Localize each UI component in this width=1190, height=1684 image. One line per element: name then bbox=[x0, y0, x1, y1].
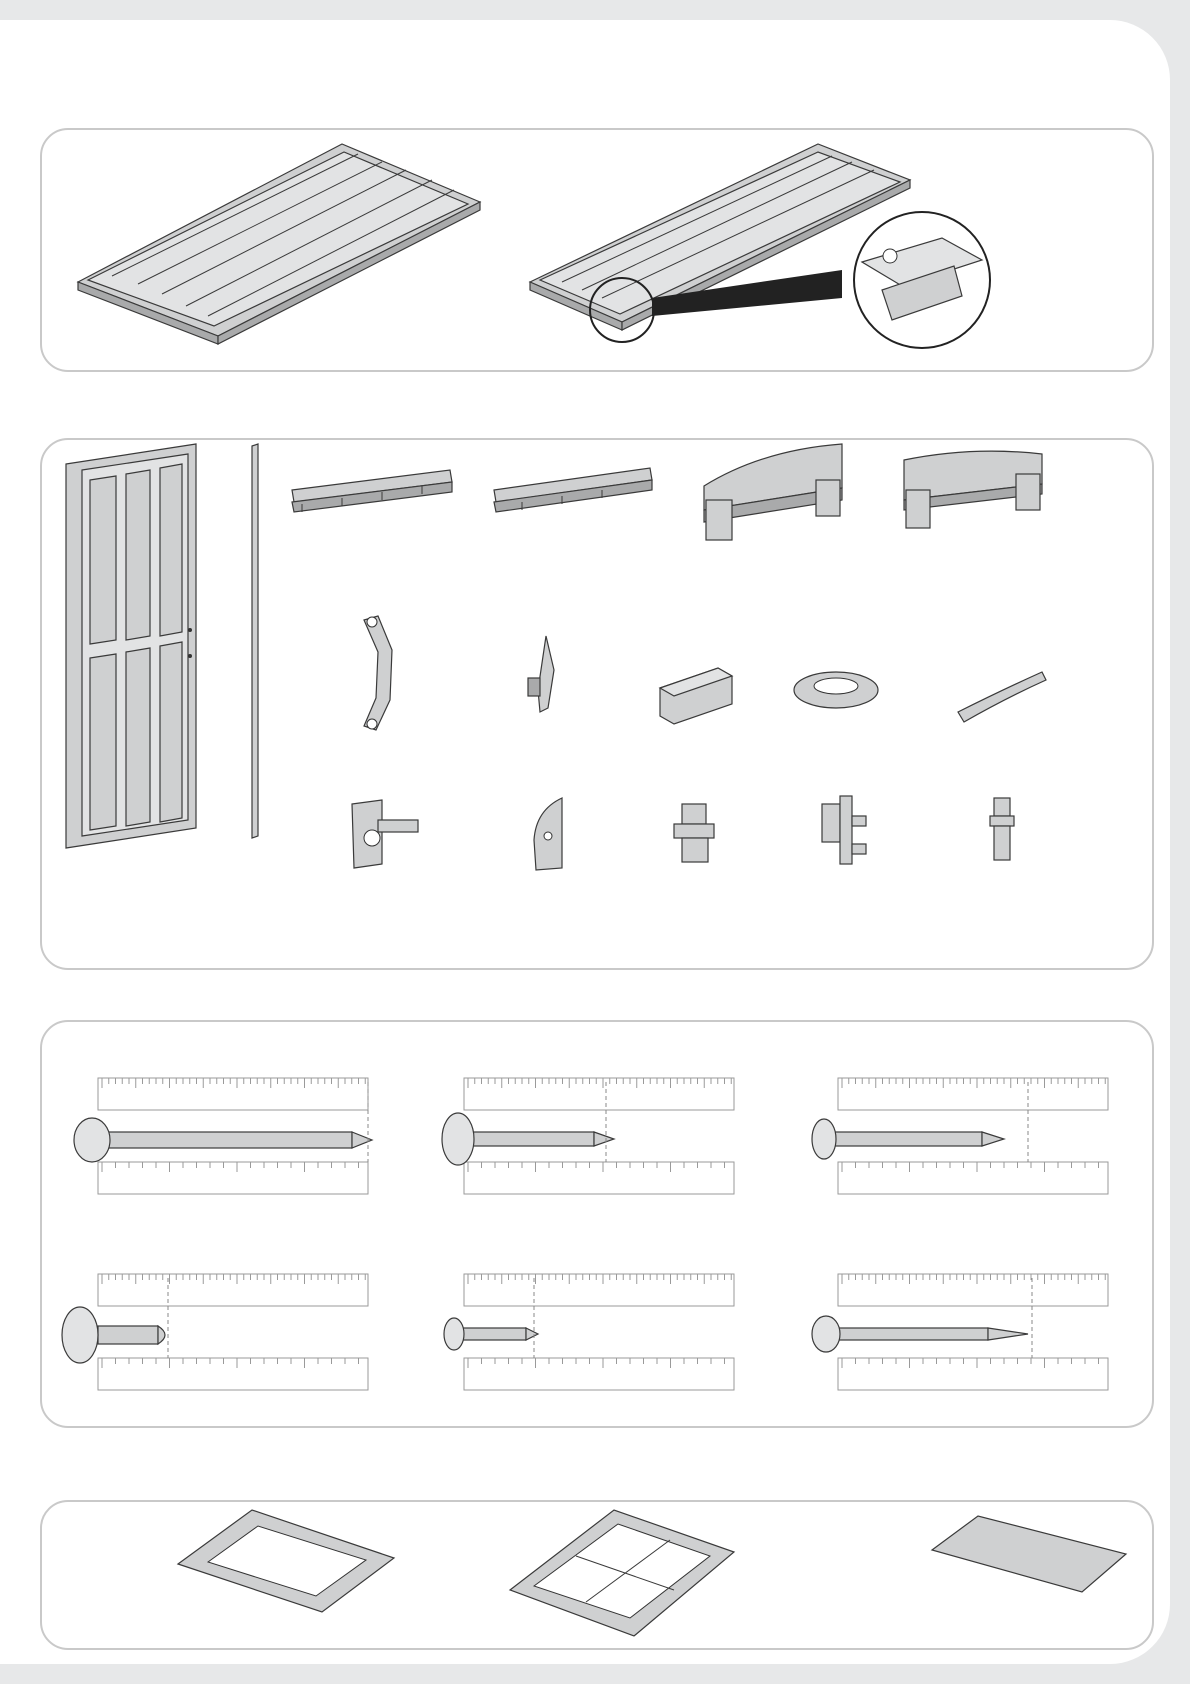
rail-icon bbox=[292, 468, 652, 512]
washer-icon bbox=[794, 672, 878, 708]
screw-countersunk-icon bbox=[812, 1078, 1108, 1194]
floor-panels-section bbox=[40, 128, 1154, 372]
screw-tiny-icon bbox=[444, 1274, 734, 1390]
arch-bracket-icon bbox=[704, 444, 1042, 540]
screw-short-icon bbox=[62, 1274, 368, 1390]
window-section bbox=[40, 1500, 1154, 1650]
screw-medium-icon bbox=[442, 1078, 734, 1194]
screw-pointed-icon bbox=[812, 1274, 1108, 1390]
clip-icon bbox=[958, 672, 1046, 722]
door-parts-section bbox=[40, 438, 1154, 970]
floor-panel-detail-icon bbox=[530, 144, 990, 348]
floor-panel-icon bbox=[78, 144, 480, 344]
hinge-icon bbox=[352, 800, 418, 868]
handle-icon bbox=[364, 616, 392, 730]
screw-long-icon bbox=[74, 1078, 372, 1194]
window-pane-icon bbox=[932, 1516, 1126, 1592]
window-grid-icon bbox=[510, 1510, 734, 1636]
window-frame-icon bbox=[178, 1510, 394, 1612]
screws-section bbox=[40, 1020, 1154, 1428]
cap-icon bbox=[674, 804, 714, 862]
pin-icon bbox=[990, 798, 1014, 860]
latch-icon bbox=[528, 636, 554, 712]
instruction-page bbox=[0, 20, 1170, 1664]
plate-icon bbox=[534, 798, 562, 870]
wedge-icon bbox=[660, 668, 732, 724]
strip-icon bbox=[252, 444, 258, 838]
door-icon bbox=[66, 444, 196, 848]
holder-icon bbox=[822, 796, 866, 864]
